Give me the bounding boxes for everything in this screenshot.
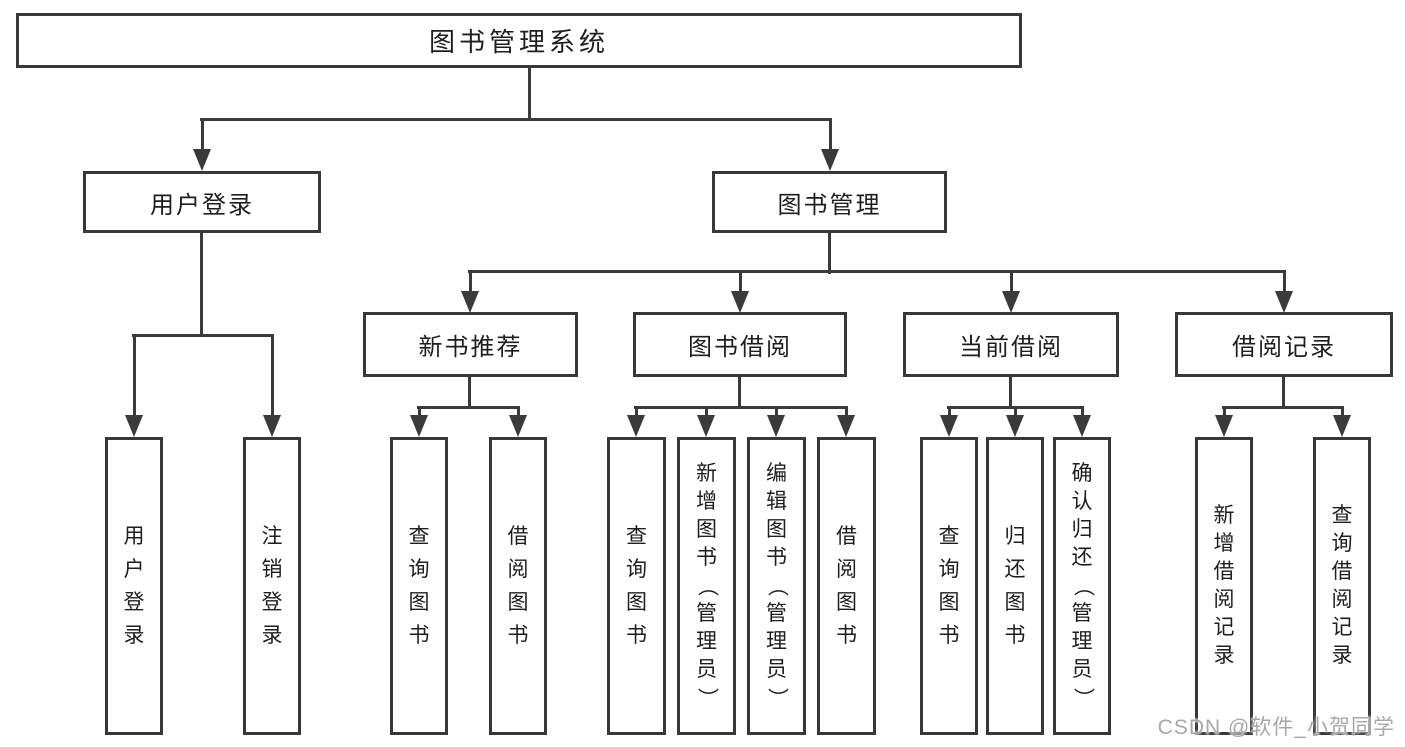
node-current-confirm-leaf: 确认归还（管理员） <box>1053 437 1111 735</box>
connector-level1-split <box>200 118 832 121</box>
node-label: 借阅图书 <box>507 525 529 647</box>
node-label: 归还图书 <box>1004 525 1026 647</box>
arrow-to-borrow-records <box>1275 272 1293 313</box>
node-label: 查询借阅记录 <box>1331 504 1353 667</box>
arrow-borrow-edit <box>767 408 785 437</box>
node-label: 新增借阅记录 <box>1213 504 1235 667</box>
node-label: 图书管理 <box>777 191 882 219</box>
node-borrow-records: 借阅记录 <box>1175 312 1393 377</box>
arrow-to-current-borrow <box>1002 272 1020 313</box>
connector-currentborrow-split <box>947 406 1084 409</box>
node-label: 图书管理系统 <box>428 27 609 57</box>
arrow-records-add <box>1215 408 1233 437</box>
connector-bookmgmt-stub <box>828 233 831 274</box>
arrow-to-book-mgmt <box>821 120 839 171</box>
node-book-borrow: 图书借阅 <box>633 312 847 377</box>
connector-records-split <box>1222 406 1344 409</box>
node-new-books: 新书推荐 <box>363 312 578 377</box>
node-current-return-leaf: 归还图书 <box>986 437 1044 735</box>
node-label: 查询图书 <box>938 525 960 647</box>
arrow-records-query <box>1333 408 1351 437</box>
csdn-watermark: CSDN @软件_小贺同学 <box>1157 716 1395 739</box>
node-label: 编辑图书（管理员） <box>765 462 789 709</box>
arrow-current-return <box>1006 408 1024 437</box>
connector-userlogin-split <box>132 334 274 337</box>
connector-currentborrow-stub <box>1009 377 1012 408</box>
connector-newbooks-stub <box>468 377 471 408</box>
node-label: 借阅图书 <box>836 525 857 647</box>
node-label: 新增图书（管理员） <box>695 462 719 709</box>
arrow-to-logout-leaf <box>263 336 281 437</box>
arrow-borrow-borrow <box>837 408 855 437</box>
node-user-login-leaf: 用户登录 <box>105 437 163 735</box>
node-label: 当前借阅 <box>959 334 1063 361</box>
node-logout-leaf: 注销登录 <box>243 437 301 735</box>
connector-userlogin-stub <box>200 233 203 336</box>
arrow-current-query <box>940 408 958 437</box>
connector-bookborrow-split <box>634 406 848 409</box>
node-label: 查询图书 <box>408 525 430 647</box>
connector-bookmgmt-split <box>468 270 1286 273</box>
node-book-mgmt: 图书管理 <box>712 171 947 233</box>
node-current-query-leaf: 查询图书 <box>920 437 978 735</box>
node-records-add-leaf: 新增借阅记录 <box>1195 437 1253 735</box>
arrow-borrow-add <box>697 408 715 437</box>
node-current-borrow: 当前借阅 <box>903 312 1119 377</box>
node-library-system: 图书管理系统 <box>16 13 1022 68</box>
node-label: 查询图书 <box>626 525 647 647</box>
node-user-login: 用户登录 <box>83 171 321 233</box>
arrow-to-book-borrow <box>731 272 749 313</box>
arrow-to-new-books <box>461 272 479 313</box>
connector-root-stub <box>528 68 531 120</box>
node-label: 图书借阅 <box>688 334 792 361</box>
node-records-query-leaf: 查询借阅记录 <box>1313 437 1371 735</box>
node-borrow-edit-leaf: 编辑图书（管理员） <box>747 437 806 735</box>
node-label: 用户登录 <box>123 525 145 647</box>
connector-newbooks-split <box>417 406 520 409</box>
connector-bookborrow-stub <box>738 377 741 408</box>
arrow-to-user-login-leaf <box>125 336 143 437</box>
arrow-newbooks-borrow <box>509 408 527 437</box>
arrow-to-user-login <box>193 120 211 171</box>
node-label: 借阅记录 <box>1232 334 1336 361</box>
node-label: 注销登录 <box>261 525 283 647</box>
node-borrow-query-leaf: 查询图书 <box>607 437 666 735</box>
node-borrow-add-leaf: 新增图书（管理员） <box>677 437 736 735</box>
arrow-borrow-query <box>627 408 645 437</box>
node-newbooks-query-leaf: 查询图书 <box>390 437 448 735</box>
node-label: 确认归还（管理员） <box>1071 462 1094 709</box>
arrow-newbooks-query <box>410 408 428 437</box>
node-newbooks-borrow-leaf: 借阅图书 <box>489 437 547 735</box>
node-label: 用户登录 <box>150 191 254 219</box>
connector-records-stub <box>1282 377 1285 408</box>
node-label: 新书推荐 <box>418 334 523 361</box>
arrow-current-confirm <box>1073 408 1091 437</box>
node-borrow-borrow-leaf: 借阅图书 <box>817 437 876 735</box>
